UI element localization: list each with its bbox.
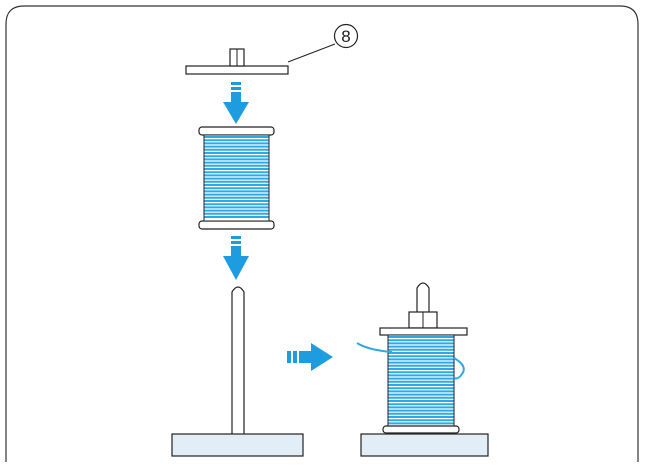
thread-spool	[198, 126, 275, 230]
spool-pin-stand	[171, 286, 304, 457]
callout-circle	[333, 23, 359, 49]
thread-loop	[453, 357, 465, 380]
arrow-down-icon	[223, 82, 249, 124]
assembled-spool	[356, 282, 489, 457]
diagram-frame	[5, 5, 639, 462]
arrow-right-icon	[287, 343, 333, 371]
thread-windings	[204, 136, 269, 218]
thread-tail	[356, 342, 393, 353]
pin-base	[360, 433, 489, 457]
callout-8: 8	[287, 23, 359, 63]
spool-pin	[231, 286, 245, 434]
pin-base	[171, 433, 304, 457]
callout-number: 8	[341, 27, 350, 46]
arrow-down-icon	[223, 236, 249, 280]
spool-cap	[185, 48, 289, 75]
callout-leader-line	[287, 43, 336, 63]
thread-windings	[388, 336, 454, 425]
